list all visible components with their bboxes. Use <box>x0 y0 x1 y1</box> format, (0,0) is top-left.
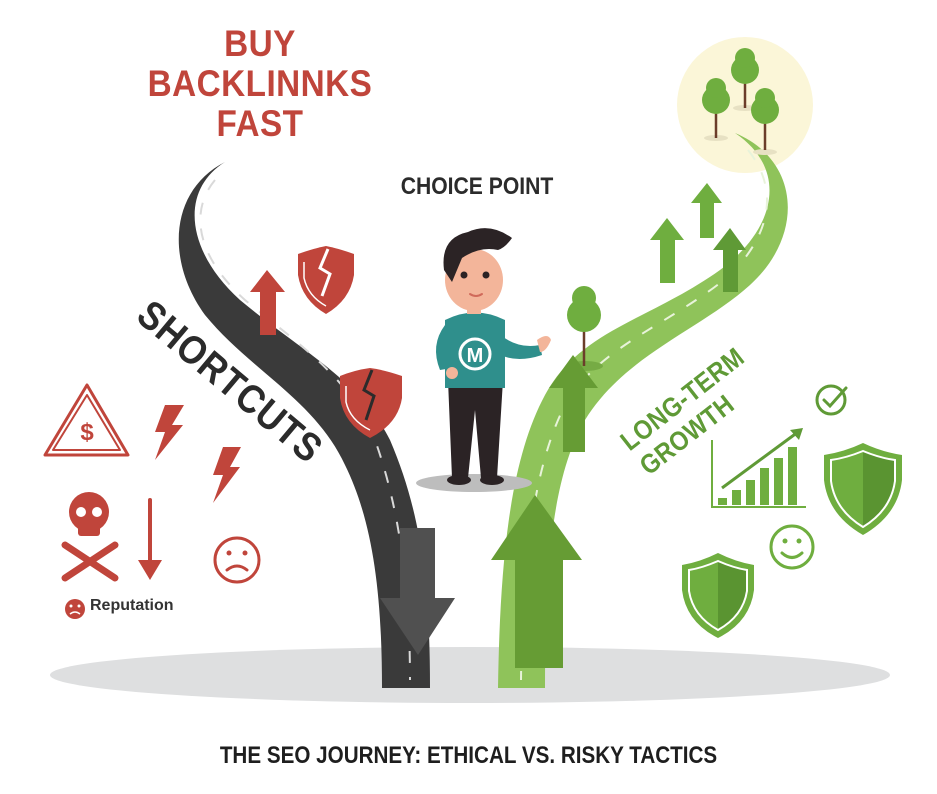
up-arrow-icon <box>250 270 285 335</box>
broken-shield-icon <box>298 246 354 314</box>
sad-face-icon <box>213 536 261 584</box>
skull-crossbones-icon <box>61 492 119 582</box>
character <box>416 228 551 492</box>
big-down-arrow-icon <box>380 528 455 655</box>
character-shadow <box>416 474 532 492</box>
dollar-sign: $ <box>80 419 94 446</box>
trees-icon <box>702 48 779 155</box>
reputation-badge: Reputation <box>62 595 174 617</box>
broken-shield-icon <box>340 368 402 438</box>
checkmark-circle-icon <box>815 384 848 416</box>
smiley-face-icon <box>769 524 815 570</box>
warning-dollar-icon <box>43 383 130 457</box>
headline-line2: BACKLINNKS <box>147 63 373 104</box>
tree-icon <box>567 286 603 371</box>
lightning-icon <box>213 447 241 503</box>
reputation-sad-icon <box>65 599 85 619</box>
up-arrow-icon <box>713 228 746 292</box>
big-up-arrow-icon <box>491 495 582 668</box>
shield-icon <box>824 443 902 535</box>
reputation-label: Reputation <box>90 597 174 614</box>
lightning-icon <box>155 405 184 460</box>
shield-icon <box>682 553 754 638</box>
up-arrow-icon <box>650 218 684 283</box>
headline-line3: FAST <box>216 103 304 144</box>
choice-point-label: CHOICE POINT <box>400 173 554 200</box>
ground-shadow <box>50 647 890 703</box>
up-arrow-icon <box>691 183 722 238</box>
bar-chart-growth-icon <box>711 428 806 508</box>
reputation-spacer <box>62 595 84 617</box>
shirt-logo: M <box>467 345 484 367</box>
up-arrow-icon <box>549 355 598 452</box>
footer-caption: THE SEO JOURNEY: ETHICAL VS. RISKY TACTI… <box>219 742 718 769</box>
headline: BUY BACKLINNKS FAST <box>134 24 386 144</box>
headline-line1: BUY <box>224 23 296 64</box>
down-arrow-icon <box>138 498 162 580</box>
